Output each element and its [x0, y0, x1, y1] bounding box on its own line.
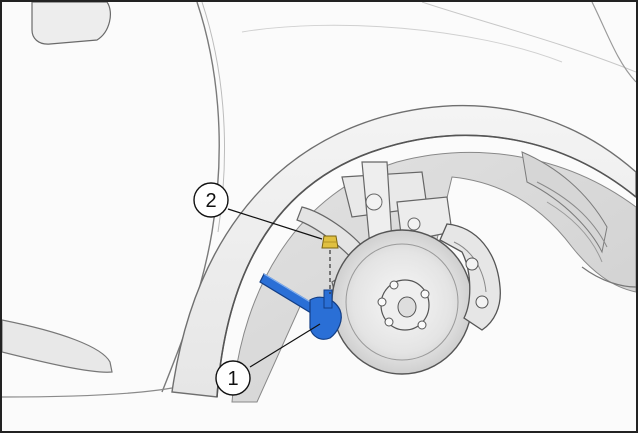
wheel-arch-flare	[171, 104, 636, 398]
callout-1: 1	[215, 323, 321, 396]
wheel-well	[231, 151, 636, 403]
nut-assembly	[321, 235, 339, 294]
callout-leader	[249, 323, 321, 368]
callout-circle	[215, 360, 251, 396]
callout-label: 2	[205, 190, 216, 212]
callout-2: 2	[193, 182, 323, 240]
callout-circle	[193, 182, 229, 218]
tie-rod-assembly	[259, 273, 342, 340]
brake-assembly	[331, 223, 501, 375]
wheel-stud	[420, 289, 430, 299]
callout-label: 1	[227, 368, 238, 390]
wheel-stud	[389, 280, 399, 290]
wheel-stud	[417, 320, 427, 330]
mirror-housing	[31, 2, 111, 45]
wheel-stud	[384, 317, 394, 327]
tie-rod-stud	[323, 289, 333, 309]
door-crease	[2, 319, 113, 373]
callout-leader	[227, 208, 323, 240]
wheel-stud	[377, 297, 387, 307]
